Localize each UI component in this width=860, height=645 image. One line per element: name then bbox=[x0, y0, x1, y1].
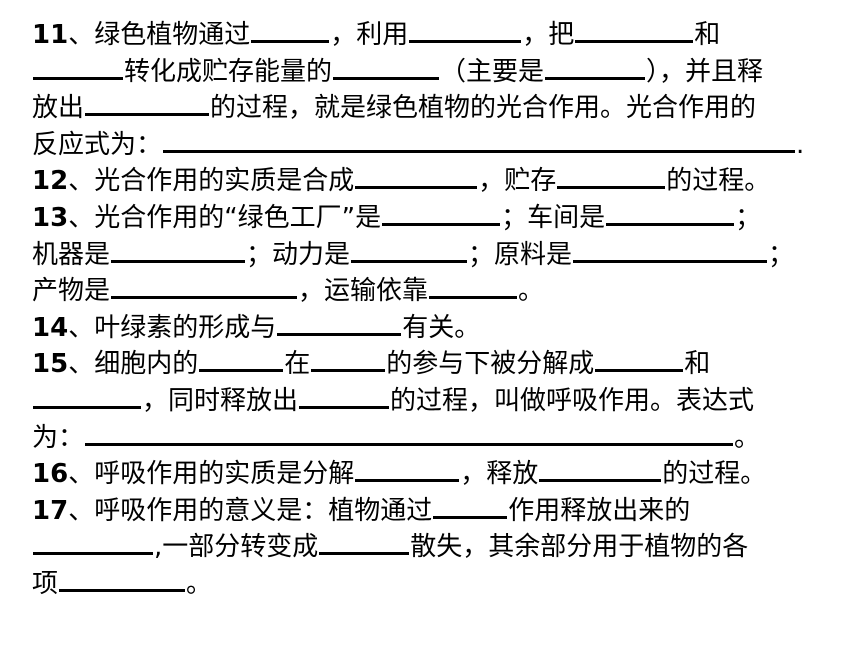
question-text: 在 bbox=[284, 349, 311, 380]
answer-blank[interactable] bbox=[111, 236, 246, 263]
question-text: 。 bbox=[518, 276, 545, 307]
answer-blank[interactable] bbox=[351, 236, 468, 263]
question-text: ；车间是 bbox=[501, 202, 606, 233]
answer-blank[interactable] bbox=[429, 272, 518, 300]
text-line: 反应式为：. bbox=[32, 126, 840, 163]
text-line: 11、绿色植物通过 ，利用 ，把 和 bbox=[32, 16, 840, 53]
question-number: 15 bbox=[32, 349, 69, 380]
question-number: 14 bbox=[32, 312, 69, 343]
question-text: 机器是 bbox=[32, 239, 111, 270]
question-text: ），并且释 bbox=[646, 56, 764, 87]
question-number: 13 bbox=[32, 202, 69, 233]
question-text: 转化成贮存能量的 bbox=[124, 56, 333, 87]
question-text: 。 bbox=[186, 568, 213, 599]
question-text: ,一部分转变成 bbox=[154, 532, 319, 563]
question-text: 、绿色植物通过 bbox=[68, 20, 251, 50]
answer-blank[interactable] bbox=[251, 16, 330, 43]
text-line: 产物是 ，运输依靠 。 bbox=[32, 272, 840, 309]
question-text: ；原料是 bbox=[468, 239, 573, 270]
question-text: 有关。 bbox=[402, 312, 481, 343]
question-text: 。 bbox=[734, 422, 761, 453]
question-text: 和 bbox=[694, 20, 721, 50]
question-text: 、光合作用的“绿色工厂”是 bbox=[68, 202, 382, 233]
text-line: 13、光合作用的“绿色工厂”是 ；车间是 ； bbox=[32, 199, 840, 236]
text-line: 项。 bbox=[32, 565, 840, 602]
question-text: 的过程。 bbox=[662, 459, 767, 490]
text-line: 16、呼吸作用的实质是分解 ，释放 的过程。 bbox=[32, 455, 840, 492]
text-line: 放出 的过程，就是绿色植物的光合作用。光合作用的 bbox=[32, 89, 840, 126]
question-text: ； bbox=[768, 239, 795, 270]
answer-blank[interactable] bbox=[299, 382, 390, 409]
question-number: 11 bbox=[32, 20, 69, 50]
question-text: 作用释放出来的 bbox=[508, 495, 691, 526]
question-text: ； bbox=[735, 202, 762, 233]
text-line: ，同时释放出 的过程，叫做呼吸作用。表达式 bbox=[32, 382, 840, 419]
answer-blank[interactable] bbox=[409, 16, 522, 43]
answer-blank[interactable] bbox=[59, 565, 186, 592]
question-text: 为： bbox=[32, 422, 85, 453]
question-text: 的过程，就是绿色植物的光合作用。光合作用的 bbox=[210, 93, 757, 124]
question-text: 、呼吸作用的实质是分解 bbox=[68, 459, 355, 490]
question-text: 项 bbox=[32, 568, 59, 599]
question-text: ，同时释放出 bbox=[142, 385, 299, 416]
answer-blank[interactable] bbox=[355, 455, 460, 483]
text-line: 17、呼吸作用的意义是：植物通过 作用释放出来的 bbox=[32, 492, 840, 529]
answer-blank[interactable] bbox=[557, 162, 666, 190]
question-number: 17 bbox=[32, 495, 69, 526]
answer-blank[interactable] bbox=[277, 309, 402, 336]
question-text: ，释放 bbox=[460, 459, 539, 490]
answer-blank[interactable] bbox=[382, 199, 501, 226]
question-text: （主要是 bbox=[440, 56, 545, 87]
text-line: 机器是 ；动力是 ；原料是 ； bbox=[32, 236, 840, 273]
question-text: 、呼吸作用的意义是：植物通过 bbox=[68, 495, 433, 526]
answer-blank[interactable] bbox=[199, 345, 284, 373]
answer-blank[interactable] bbox=[85, 89, 210, 117]
answer-blank[interactable] bbox=[355, 162, 478, 190]
question-text: ，利用 bbox=[330, 20, 409, 50]
question-text: 、叶绿素的形成与 bbox=[68, 312, 277, 343]
answer-blank[interactable] bbox=[111, 272, 298, 300]
answer-blank[interactable] bbox=[85, 419, 734, 446]
question-text: 产物是 bbox=[32, 276, 111, 307]
question-text: 、细胞内的 bbox=[68, 349, 199, 380]
question-text: ，把 bbox=[522, 20, 575, 50]
question-text: 和 bbox=[684, 349, 711, 380]
answer-blank[interactable] bbox=[311, 345, 386, 373]
text-line: ,一部分转变成 散失，其余部分用于植物的各 bbox=[32, 528, 840, 565]
question-text: 放出 bbox=[32, 93, 85, 124]
question-text: ，贮存 bbox=[478, 166, 557, 197]
answer-blank[interactable] bbox=[575, 16, 694, 43]
answer-blank[interactable] bbox=[433, 492, 508, 519]
question-text: 的过程，叫做呼吸作用。表达式 bbox=[390, 385, 755, 416]
question-text: 散失，其余部分用于植物的各 bbox=[410, 532, 749, 563]
answer-blank[interactable] bbox=[545, 53, 646, 80]
question-text: 的参与下被分解成 bbox=[386, 349, 595, 380]
question-text: 反应式为： bbox=[32, 129, 163, 160]
question-number: 16 bbox=[32, 459, 69, 490]
answer-blank[interactable] bbox=[163, 126, 796, 153]
text-line: 12、光合作用的实质是合成 ，贮存 的过程。 bbox=[32, 162, 840, 199]
question-text: ，运输依靠 bbox=[298, 276, 429, 307]
answer-blank[interactable] bbox=[33, 382, 141, 409]
text-line: 14、叶绿素的形成与 有关。 bbox=[32, 309, 840, 346]
answer-blank[interactable] bbox=[319, 528, 410, 556]
question-text: 的过程。 bbox=[666, 166, 771, 197]
answer-blank[interactable] bbox=[573, 236, 768, 263]
answer-blank[interactable] bbox=[333, 53, 440, 80]
question-number: 12 bbox=[32, 166, 69, 197]
question-text: . bbox=[796, 129, 805, 160]
answer-blank[interactable] bbox=[539, 455, 662, 483]
text-line: 15、细胞内的 在 的参与下被分解成 和 bbox=[32, 345, 840, 382]
text-line: 为： 。 bbox=[32, 419, 840, 456]
answer-blank[interactable] bbox=[606, 199, 735, 226]
question-text: 、光合作用的实质是合成 bbox=[68, 166, 355, 197]
answer-blank[interactable] bbox=[595, 345, 684, 373]
text-line: 转化成贮存能量的 （主要是 ），并且释 bbox=[32, 53, 840, 90]
question-text: ；动力是 bbox=[246, 239, 351, 270]
answer-blank[interactable] bbox=[33, 53, 123, 80]
answer-blank[interactable] bbox=[33, 528, 153, 556]
